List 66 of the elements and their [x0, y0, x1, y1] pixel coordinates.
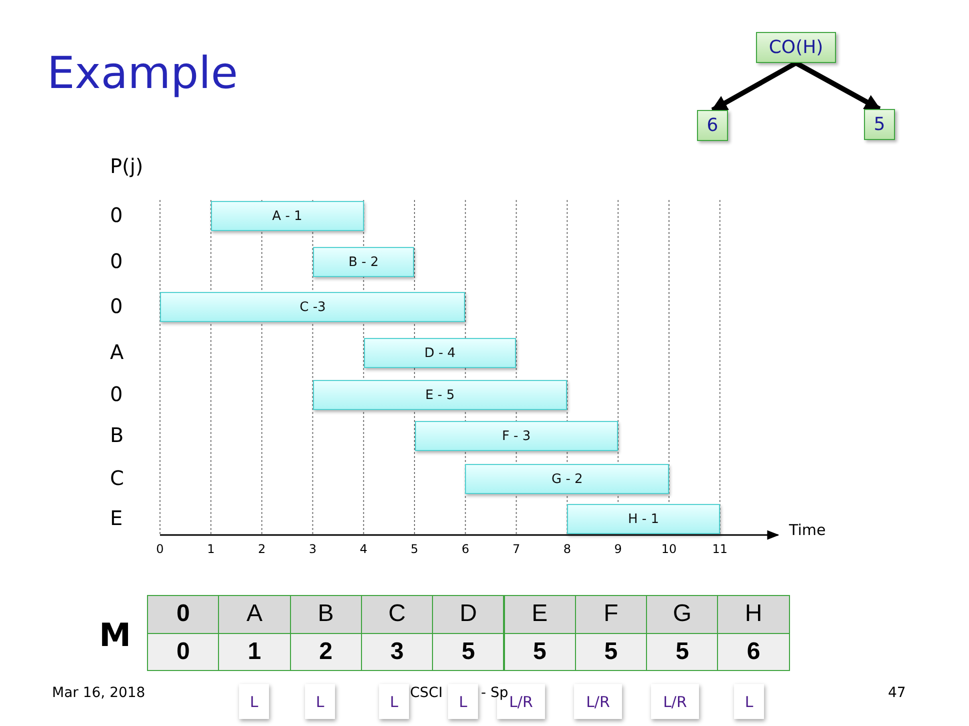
table-cell: B: [290, 595, 362, 634]
slide-title: Example: [47, 52, 238, 96]
slide-number: 47: [888, 686, 906, 700]
predecessor-label: 0: [110, 251, 123, 271]
interval-bar: G - 2: [465, 464, 669, 494]
table-cell: G: [646, 595, 718, 634]
table-cell: 6: [717, 632, 790, 671]
predecessor-label: E: [110, 508, 123, 528]
table-name: M: [99, 619, 131, 651]
tick-label: 9: [614, 543, 622, 555]
tree-node-box: 5: [864, 109, 895, 140]
choice-box: L: [239, 684, 269, 719]
tick-label: 2: [258, 543, 266, 555]
interval-bar: A - 1: [210, 201, 364, 231]
predecessor-label: 0: [110, 205, 123, 225]
choice-box: L: [379, 684, 409, 719]
tick-label: 10: [661, 543, 677, 555]
footer-text: - Sp: [481, 686, 508, 700]
table-cell: 3: [360, 632, 434, 671]
choice-box: L/R: [651, 684, 699, 719]
table-cell: 5: [504, 632, 576, 671]
predecessor-label: A: [110, 342, 124, 362]
choice-box: L/R: [574, 684, 622, 719]
tick-label: 8: [563, 543, 572, 555]
tick-label: 5: [410, 543, 418, 555]
tick-label: 7: [512, 543, 520, 555]
arrow: [794, 60, 881, 112]
table-cell: 0: [147, 595, 220, 634]
table-cell: E: [504, 595, 576, 634]
interval-bar: D - 4: [364, 338, 516, 368]
interval-bar: B - 2: [312, 247, 414, 277]
slide-date: Mar 16, 2018: [52, 686, 146, 700]
table-cell: 5: [574, 632, 648, 671]
tick-label: 4: [360, 543, 368, 555]
choice-box: L: [448, 684, 478, 719]
tick-label: 3: [308, 543, 317, 555]
arrow: [711, 60, 798, 112]
table-cell: 5: [646, 632, 718, 671]
table-cell: A: [218, 595, 291, 634]
interval-bar: H - 1: [567, 504, 720, 534]
table-cell: 1: [218, 632, 291, 671]
table-cell: D: [432, 595, 504, 634]
table-cell: 5: [432, 632, 504, 671]
tick-label: 11: [712, 543, 728, 555]
table-cell: F: [574, 595, 648, 634]
tick-label: 0: [156, 543, 164, 555]
table-cell: H: [717, 595, 790, 634]
predecessor-label: C: [110, 468, 124, 488]
table-cell: C: [360, 595, 434, 634]
column-heading: P(j): [110, 156, 144, 176]
table-cell: 2: [290, 632, 362, 671]
tick-label: 1: [207, 543, 215, 555]
tree-node-box: 6: [697, 110, 728, 141]
interval-bar: F - 3: [414, 421, 618, 451]
predecessor-label: 0: [110, 296, 123, 316]
interval-bar: E - 5: [312, 380, 568, 410]
table-cell: 0: [147, 632, 220, 671]
choice-box: L: [734, 684, 764, 719]
interval-bar: C -3: [160, 292, 466, 322]
choice-box: L: [305, 684, 335, 719]
tree-node-box: CO(H): [756, 32, 836, 63]
footer-text: CSCI: [410, 686, 443, 700]
predecessor-label: B: [110, 425, 124, 445]
predecessor-label: 0: [110, 384, 123, 404]
tick-label: 6: [462, 543, 470, 555]
axis-title: Time: [789, 523, 826, 538]
